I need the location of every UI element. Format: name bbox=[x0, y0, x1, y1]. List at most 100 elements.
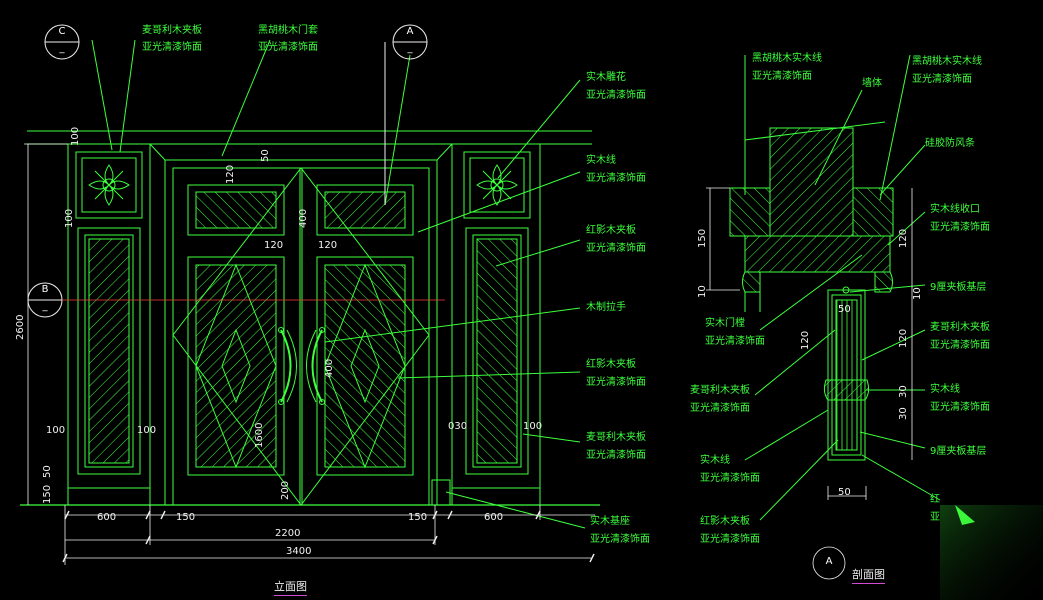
label-red-shadow-2a: 红影木夹板 bbox=[586, 359, 636, 370]
bubble-a-dash: _ bbox=[407, 43, 413, 54]
label-veneer-bottom-2: 亚光清漆饰面 bbox=[586, 450, 646, 461]
dim-400: 400 bbox=[298, 208, 309, 228]
diamond-left bbox=[195, 263, 277, 469]
glow-artifact bbox=[940, 505, 1043, 600]
section-left-molding bbox=[729, 187, 771, 237]
leader-line bbox=[91, 39, 113, 151]
side-panel-left-hatch bbox=[88, 238, 130, 464]
sec-label-walnut-line-2: 亚光清漆饰面 bbox=[752, 71, 812, 82]
leader-line bbox=[859, 431, 926, 449]
leader-line bbox=[221, 39, 271, 157]
sec-label-cutoff-2: 亚 bbox=[930, 512, 940, 523]
leaf-top-panel-left bbox=[187, 184, 285, 236]
label-carving-2: 亚光清漆饰面 bbox=[586, 90, 646, 101]
sec-dim-30b: 30 bbox=[898, 385, 909, 398]
sec-label-ply9-a: 9厘夹板基层 bbox=[930, 282, 987, 293]
label-solid-line-2: 亚光清漆饰面 bbox=[586, 173, 646, 184]
section-door-leaf bbox=[827, 289, 866, 461]
leader-line bbox=[887, 211, 926, 246]
dim-3400: 3400 bbox=[286, 546, 312, 557]
handle-right bbox=[311, 329, 323, 403]
sec-label-solid-line-2: 亚光清漆饰面 bbox=[930, 402, 990, 413]
side-panel-left-inner bbox=[84, 234, 134, 468]
label-door-cover-2: 亚光清漆饰面 bbox=[258, 42, 318, 53]
sec-label-solid-edge-2: 亚光清漆饰面 bbox=[930, 222, 990, 233]
bubble-a-letter: A bbox=[406, 26, 414, 37]
dim-150-l: 150 bbox=[176, 512, 196, 523]
handle-right-knob bbox=[319, 327, 325, 333]
label-base-1: 实木基座 bbox=[590, 516, 630, 527]
section-right-molding bbox=[852, 187, 894, 237]
leaf-main-panel-right-hatch bbox=[324, 264, 406, 468]
leader-line bbox=[744, 409, 829, 461]
sec-label-veneer-a-2: 亚光清漆饰面 bbox=[930, 340, 990, 351]
sec-label-walnut-solid-1: 黑胡桃木实木线 bbox=[912, 56, 982, 67]
sec-label-solid-edge-1: 实木线收口 bbox=[930, 204, 980, 215]
leader-line bbox=[861, 454, 941, 501]
door-leaf-right bbox=[301, 167, 430, 506]
sec-dim-10b: 10 bbox=[912, 287, 923, 300]
sec-label-walnut-line-1: 黑胡桃木实木线 bbox=[752, 53, 822, 64]
bubble-b-letter: B bbox=[41, 284, 49, 295]
elevation-title: 立面图 bbox=[274, 578, 307, 596]
sec-label-cutoff-1: 红 bbox=[930, 494, 940, 505]
label-red-shadow-1a: 红影木夹板 bbox=[586, 225, 636, 236]
elevation-outer-frame bbox=[67, 143, 541, 506]
sec-dim-30a: 30 bbox=[898, 407, 909, 420]
sec-label-door-frame-1: 实木门樘 bbox=[705, 318, 745, 329]
side-panel-right-inner bbox=[472, 234, 522, 468]
dim-600-r: 600 bbox=[484, 512, 504, 523]
sec-label-veneer-a-1: 麦哥利木夹板 bbox=[930, 322, 990, 333]
dim-120-c: 120 bbox=[318, 240, 338, 251]
handle-left-knob bbox=[278, 327, 284, 333]
sec-label-ply9-b: 9厘夹板基层 bbox=[930, 446, 987, 457]
section-door-inner bbox=[831, 294, 862, 456]
leader-line bbox=[879, 54, 911, 201]
diamond-left-inner bbox=[221, 328, 251, 404]
section-door-core bbox=[835, 299, 858, 451]
sec-dim-120: 120 bbox=[800, 330, 811, 350]
frame-profile-left bbox=[742, 271, 761, 293]
dim-100-a: 100 bbox=[46, 425, 66, 436]
door-swing-line-top bbox=[172, 167, 430, 336]
carving-panel-right bbox=[463, 151, 531, 219]
label-red-shadow-2b: 亚光清漆饰面 bbox=[586, 377, 646, 388]
leaf-main-panel-left-hatch bbox=[195, 264, 277, 468]
section-title: 剖面图 bbox=[852, 566, 885, 584]
sec-label-red-shadow-2: 亚光清漆饰面 bbox=[700, 534, 760, 545]
leaf-top-panel-left-hatch bbox=[195, 191, 277, 229]
sec-dim-120b: 120 bbox=[898, 328, 909, 348]
label-veneer-bottom-1: 麦哥利木夹板 bbox=[586, 432, 646, 443]
leader-line bbox=[861, 329, 926, 361]
leader-line bbox=[814, 89, 863, 186]
leader-line bbox=[384, 54, 411, 206]
dim-100-top: 100 bbox=[70, 126, 81, 146]
base-block bbox=[431, 479, 451, 506]
bubble-b-dash: _ bbox=[42, 301, 48, 312]
dim-100-c: 100 bbox=[523, 421, 543, 432]
handle-left-inner bbox=[286, 329, 297, 403]
dim-100-left: 100 bbox=[64, 208, 75, 228]
sec-label-door-frame-2: 亚光清漆饰面 bbox=[705, 336, 765, 347]
leader-line bbox=[497, 79, 581, 179]
wall-break-line bbox=[744, 121, 886, 141]
label-red-shadow-1b: 亚光清漆饰面 bbox=[586, 243, 646, 254]
dim-150-r: 150 bbox=[408, 512, 428, 523]
door-cover-miter bbox=[149, 143, 453, 161]
door-leaf-left bbox=[172, 167, 301, 506]
section-bead bbox=[823, 379, 870, 401]
leaf-top-panel-right-hatch bbox=[324, 191, 406, 229]
sec-dim-150: 150 bbox=[697, 228, 708, 248]
diamond-right-inner bbox=[350, 328, 380, 404]
diamond-right bbox=[324, 263, 406, 469]
dim-2600: 2600 bbox=[15, 314, 26, 340]
dim-200: 200 bbox=[280, 480, 291, 500]
leader-line bbox=[417, 171, 581, 233]
dim-100-b: 100 bbox=[137, 425, 157, 436]
frame-profile-right bbox=[874, 271, 893, 293]
leader-line bbox=[495, 239, 581, 267]
door-cover bbox=[149, 143, 453, 506]
dim-150-bot: 150 bbox=[42, 484, 53, 504]
dim-2200: 2200 bbox=[275, 528, 301, 539]
label-door-cover-1: 黑胡桃木门套 bbox=[258, 25, 318, 36]
